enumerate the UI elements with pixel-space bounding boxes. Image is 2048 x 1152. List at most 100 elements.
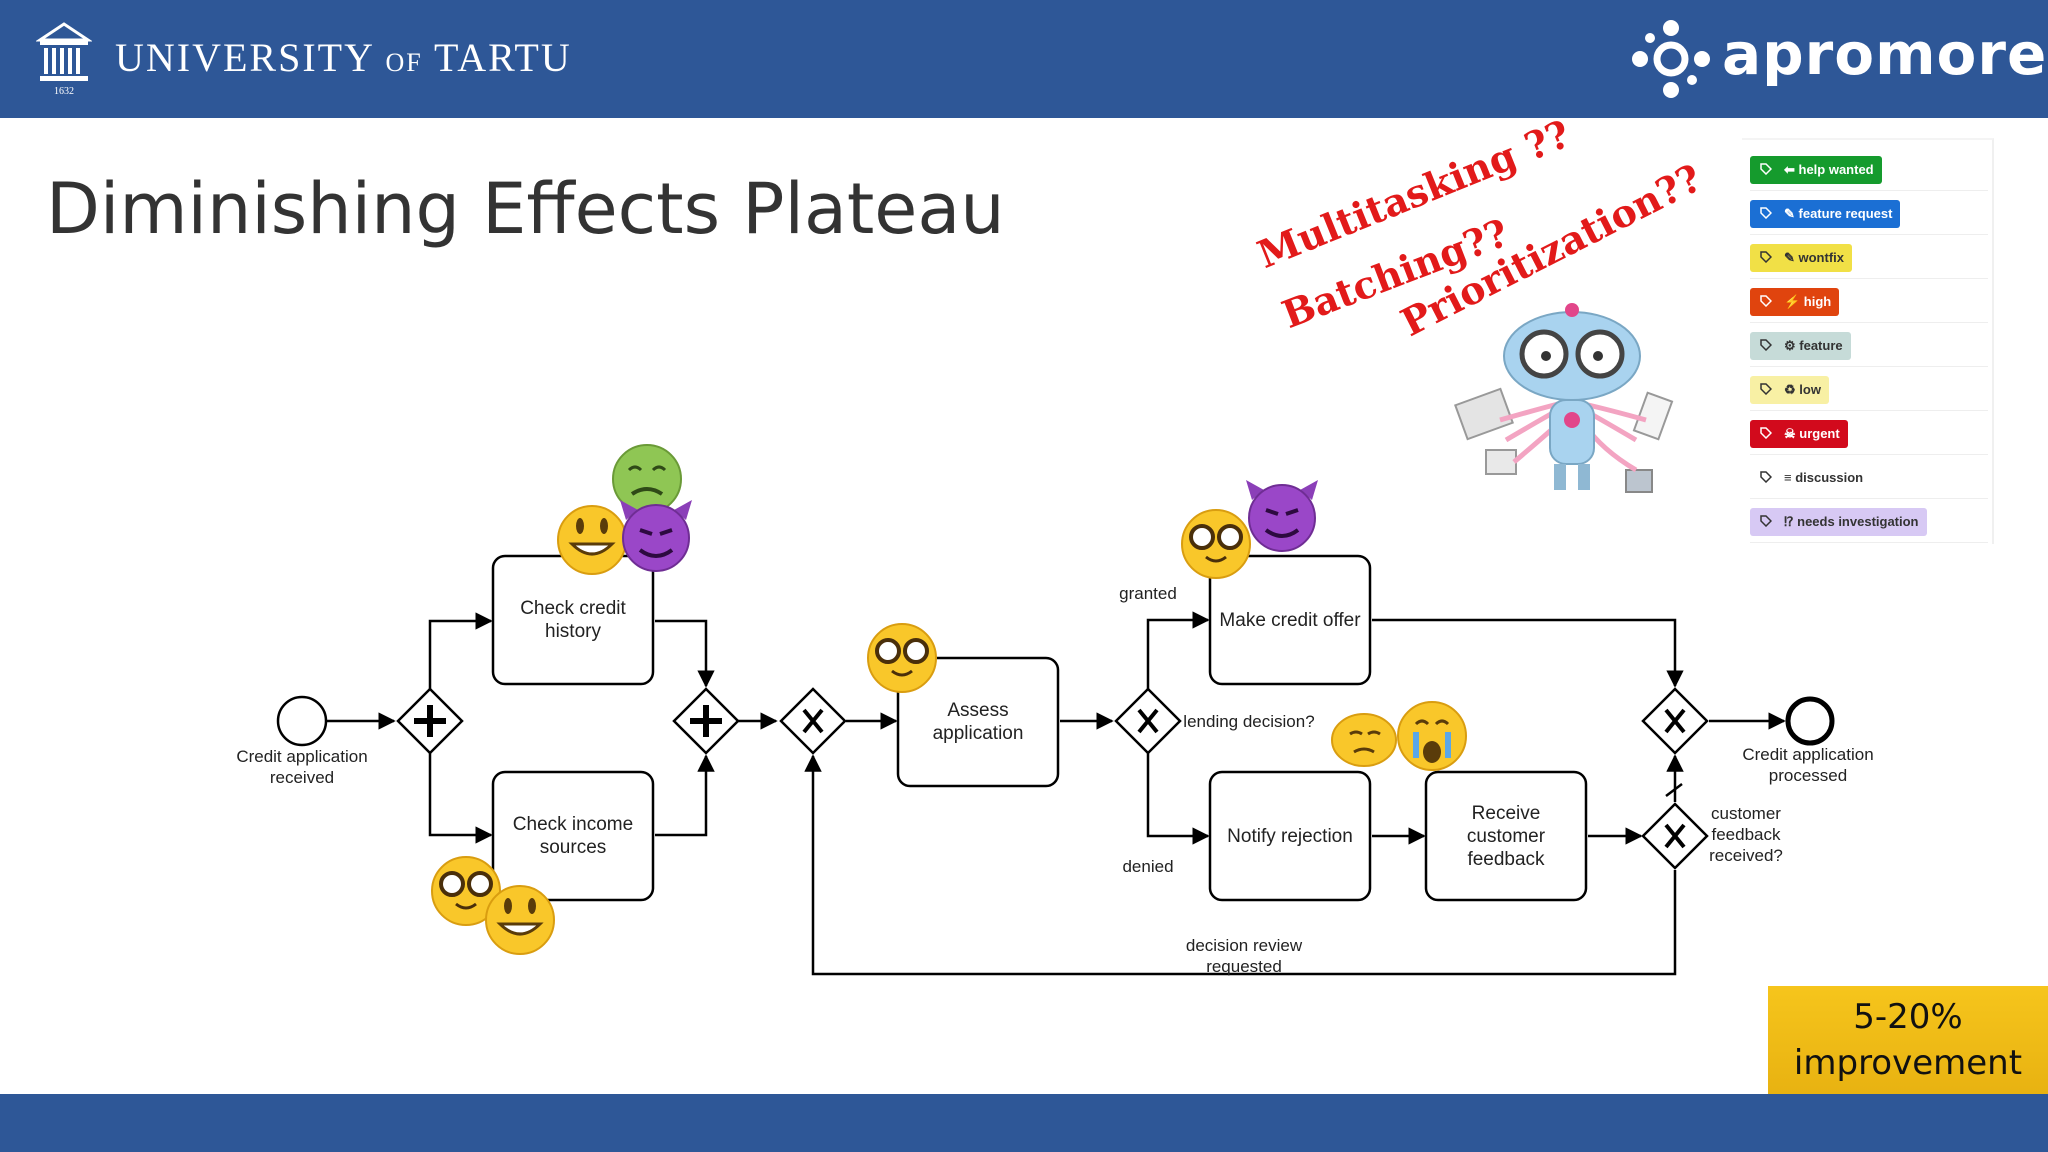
flow-split-to-credit xyxy=(428,612,493,689)
tag-icon xyxy=(1760,163,1772,175)
issue-labels-panel: ⬅ help wanted ✎ feature request ✎ wontfix ⚡… xyxy=(1742,138,1994,544)
multitasking-robot-illustration xyxy=(1454,303,1674,493)
nerd-face-icon xyxy=(1181,509,1251,579)
apromore-logo-icon xyxy=(1632,20,1710,98)
flow-credit-to-join xyxy=(655,619,715,688)
issue-label-text: ✎ feature request xyxy=(1784,206,1893,221)
issue-label-pill[interactable]: ♻ low xyxy=(1750,376,1829,404)
start-event xyxy=(276,695,328,747)
task-offer-label: Make credit offer xyxy=(1219,610,1361,631)
issue-label-pill[interactable]: ⚡ high xyxy=(1750,288,1840,316)
task-check-income-sources xyxy=(491,770,655,902)
label-row: ☠ urgent xyxy=(1750,412,1988,455)
flow-granted xyxy=(1146,611,1210,689)
task-check-credit-history xyxy=(491,554,655,686)
tag-icon xyxy=(1760,427,1772,439)
label-row: ⚡ high xyxy=(1750,280,1988,323)
devil-face-icon xyxy=(620,500,692,572)
smiling-face-icon xyxy=(485,885,555,955)
nerd-face-icon xyxy=(867,623,937,693)
label-row: ⬅ help wanted xyxy=(1750,148,1988,191)
flow-split-to-income xyxy=(428,753,493,844)
university-name-part-1: UNIVERSITY xyxy=(115,35,374,80)
task-feedback-label-3: feedback xyxy=(1467,849,1545,870)
issue-label-pill[interactable]: ⁉ needs investigation xyxy=(1750,508,1927,536)
exclusive-end-merge-gateway xyxy=(1641,687,1709,755)
start-event-label-2: received xyxy=(270,768,334,787)
tag-icon xyxy=(1760,207,1772,219)
issue-label-pill[interactable]: ✎ wontfix xyxy=(1750,244,1852,272)
loop-label-1: decision review xyxy=(1186,936,1303,955)
university-name-part-3: TARTU xyxy=(434,35,572,80)
task-notify-rejection xyxy=(1208,770,1372,902)
gateway-feedback-label-3: received? xyxy=(1709,846,1783,865)
flow-granted-label: granted xyxy=(1119,584,1177,603)
improvement-label: improvement xyxy=(1793,1043,2023,1083)
university-year: 1632 xyxy=(54,86,74,97)
customer-feedback-gateway xyxy=(1641,802,1709,870)
university-name-part-2: OF xyxy=(385,48,423,77)
task-assess-label-1: Assess xyxy=(947,700,1008,721)
issue-label-text: ⁉ needs investigation xyxy=(1784,514,1919,529)
flow-denied xyxy=(1146,753,1210,845)
label-row: ✎ wontfix xyxy=(1750,236,1988,279)
university-name: UNIVERSITY OF TARTU xyxy=(115,34,572,81)
flow-denied-label: denied xyxy=(1122,857,1173,876)
improvement-callout: 5-20% improvement xyxy=(1768,986,2048,1094)
gateway-feedback-label-1: customer xyxy=(1711,804,1781,823)
default-flow-slash xyxy=(1665,783,1683,797)
issue-label-pill[interactable]: ✎ feature request xyxy=(1750,200,1901,228)
task-reject-label: Notify rejection xyxy=(1227,826,1353,847)
tag-icon xyxy=(1760,471,1772,483)
issue-label-text: ≡ discussion xyxy=(1784,470,1864,485)
issue-label-pill[interactable]: ⚙ feature xyxy=(1750,332,1851,360)
smiling-face-icon xyxy=(557,505,627,575)
issue-label-pill[interactable]: ≡ discussion xyxy=(1750,464,1872,492)
nerd-face-icon xyxy=(431,856,501,926)
parallel-split-gateway xyxy=(396,687,464,755)
issue-label-text: ✎ wontfix xyxy=(1784,250,1844,265)
start-event-label-1: Credit application xyxy=(236,747,367,766)
issue-label-text: ☠ urgent xyxy=(1784,426,1840,441)
task-income-label-2: sources xyxy=(540,837,607,858)
flow-income-to-join xyxy=(655,754,715,837)
tag-icon xyxy=(1760,251,1772,263)
tag-icon xyxy=(1760,295,1772,307)
crying-face-icon xyxy=(1397,701,1467,771)
issue-label-pill[interactable]: ⬅ help wanted xyxy=(1750,156,1882,184)
tag-icon xyxy=(1760,383,1772,395)
task-assess-label-2: application xyxy=(933,723,1024,744)
issue-label-text: ♻ low xyxy=(1784,382,1821,397)
end-event xyxy=(1785,696,1835,746)
issue-label-text: ⚡ high xyxy=(1784,294,1832,309)
end-event-label-1: Credit application xyxy=(1742,745,1873,764)
header-bar: 1632 UNIVERSITY OF TARTU apromore xyxy=(0,0,2048,118)
apromore-brand-name: apromore xyxy=(1722,20,2048,88)
lending-decision-gateway xyxy=(1114,687,1182,755)
label-row: ✎ feature request xyxy=(1750,192,1988,235)
parallel-join-gateway xyxy=(672,687,740,755)
slide-title: Diminishing Effects Plateau xyxy=(46,168,1005,250)
university-logo-icon: 1632 xyxy=(36,22,92,97)
issue-label-text: ⬅ help wanted xyxy=(1784,162,1874,177)
label-row: ♻ low xyxy=(1750,368,1988,411)
task-assess-application xyxy=(896,656,1060,788)
tag-icon xyxy=(1760,339,1772,351)
task-income-label-1: Check income xyxy=(513,814,633,835)
issue-label-pill[interactable]: ☠ urgent xyxy=(1750,420,1848,448)
label-row: ⚙ feature xyxy=(1750,324,1988,367)
improvement-range: 5-20% xyxy=(1853,997,1963,1037)
gateway-feedback-label-2: feedback xyxy=(1712,825,1781,844)
task-credit-label-2: history xyxy=(545,621,601,642)
exclusive-merge-gateway xyxy=(779,687,847,755)
footer-bar xyxy=(0,1094,2048,1152)
flow-review-loop xyxy=(804,754,1677,976)
task-feedback-label-1: Receive xyxy=(1472,803,1541,824)
label-row: ⁉ needs investigation xyxy=(1750,500,1988,543)
end-event-label-2: processed xyxy=(1769,766,1847,785)
loop-label-2: requested xyxy=(1206,957,1282,976)
devil-face-icon xyxy=(1246,480,1318,552)
task-credit-label-1: Check credit xyxy=(520,598,626,619)
task-make-credit-offer xyxy=(1208,554,1372,686)
